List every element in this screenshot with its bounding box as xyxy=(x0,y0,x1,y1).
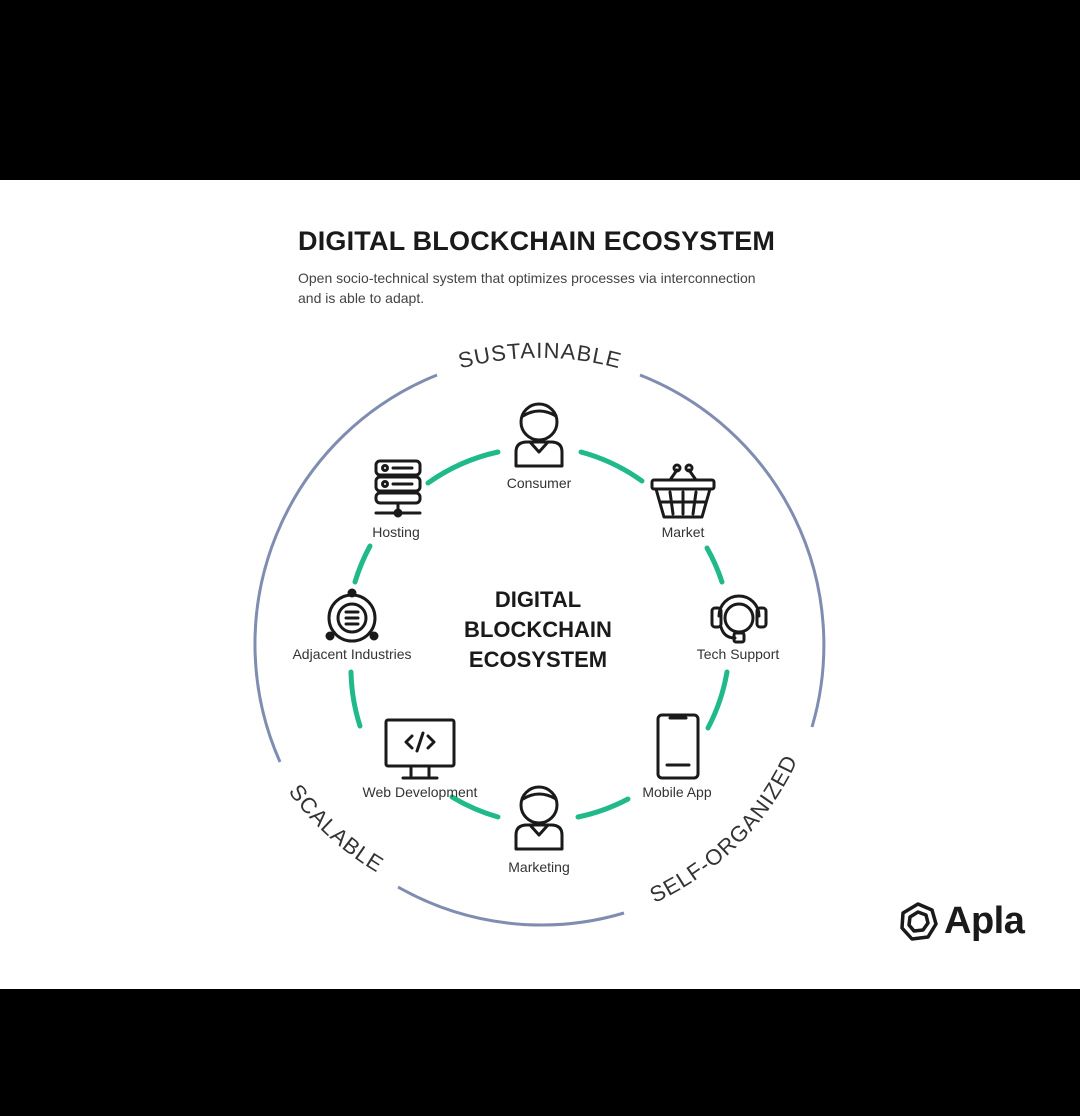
headset-icon xyxy=(710,594,768,644)
inner-ring xyxy=(348,449,730,820)
person-icon xyxy=(514,402,564,468)
apla-logo-icon xyxy=(900,901,938,941)
outer-ring xyxy=(253,373,826,927)
logo-text: Apla xyxy=(944,900,1025,942)
ring-label-sustainable: SUSTAINABLE xyxy=(456,338,625,374)
smartphone-icon xyxy=(656,713,700,780)
node-label-consumer: Consumer xyxy=(506,475,572,491)
center-title: DIGITAL BLOCKCHAIN ECOSYSTEM xyxy=(464,585,612,675)
node-label-marketing: Marketing xyxy=(508,859,570,875)
node-label-market: Market xyxy=(661,524,705,540)
node-label-hosting: Hosting xyxy=(372,524,420,540)
center-title-line-3: ECOSYSTEM xyxy=(468,647,608,672)
subtitle-line-2: and is able to adapt. xyxy=(298,290,425,306)
node-label-adjacent-industries: Adjacent Industries xyxy=(292,646,412,662)
node-label-mobile-app: Mobile App xyxy=(642,784,712,800)
node-label-web-development: Web Development xyxy=(362,784,478,800)
ring-label-self-organized: SELF-ORGANIZED xyxy=(646,751,803,908)
monitor-code-icon xyxy=(384,718,456,780)
center-title-line-1: DIGITAL xyxy=(494,587,582,612)
diagram-panel: SUSTAINABLE SCALABLE SELF-ORGANIZED xyxy=(0,180,1080,989)
orbit-coin-icon xyxy=(325,588,379,643)
page-subtitle: Open socio-technical system that optimiz… xyxy=(298,268,828,308)
apla-logo: Apla xyxy=(898,900,1025,943)
ecosystem-diagram: SUSTAINABLE SCALABLE SELF-ORGANIZED xyxy=(253,338,826,927)
subtitle-line-1: Open socio-technical system that optimiz… xyxy=(298,270,756,286)
basket-icon xyxy=(650,463,716,519)
page-title: DIGITAL BLOCKCHAIN ECOSYSTEM xyxy=(298,226,776,256)
server-icon xyxy=(374,459,422,518)
person-icon xyxy=(514,785,564,851)
center-title-line-2: BLOCKCHAIN xyxy=(464,617,612,642)
node-label-tech-support: Tech Support xyxy=(696,646,780,662)
